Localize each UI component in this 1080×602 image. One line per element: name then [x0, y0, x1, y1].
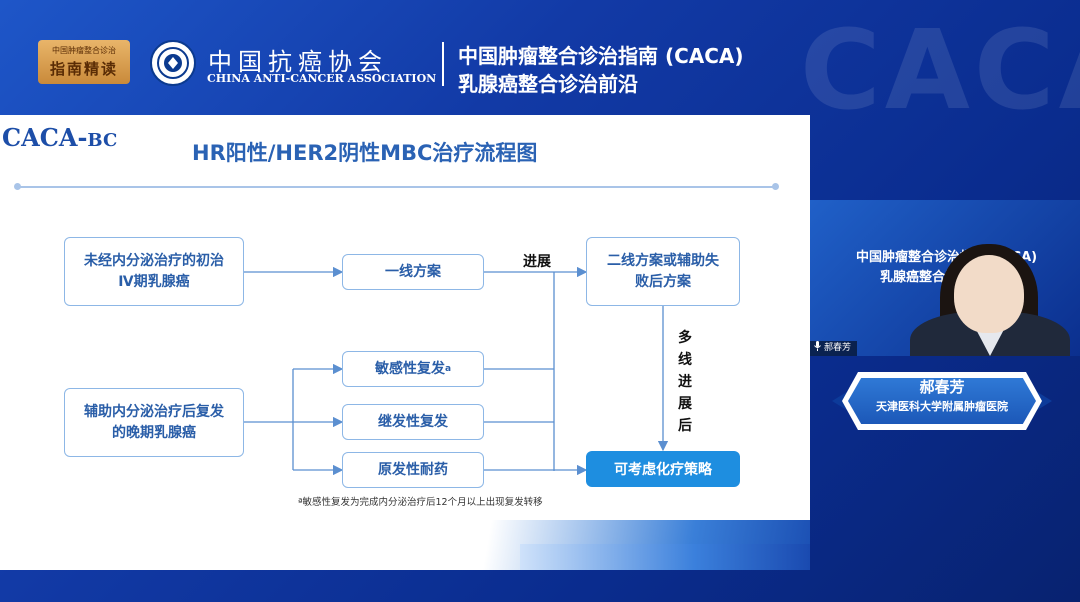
badge-top-text: 中国肿瘤整合诊治 — [52, 46, 116, 55]
presentation-slide: CACA-BC HR阳性/HER2阴性MBC治疗流程图 — [0, 115, 810, 570]
slide-title: HR阳性/HER2阴性MBC治疗流程图 — [192, 141, 538, 165]
speaker-tag-name: 郝春芳 — [824, 343, 852, 353]
vlabel-char: 后 — [678, 418, 692, 434]
box-primary-resistance: 原发性耐药 — [342, 452, 484, 488]
box-second-line: 二线方案或辅助失 败后方案 — [586, 237, 740, 306]
title-underline — [18, 186, 776, 188]
box-chemotherapy-strategy: 可考虑化疗策略 — [586, 451, 740, 487]
slide-footer-bar — [520, 544, 810, 570]
sensitive-superscript: a — [444, 363, 452, 374]
box-relapse-after-adjuvant: 辅助内分泌治疗后复发 的晚期乳腺癌 — [64, 388, 244, 457]
slide-brand: CACA-BC — [2, 123, 117, 152]
flowchart-connectors — [243, 266, 669, 476]
label-progress: 进展 — [523, 254, 551, 270]
association-emblem-icon — [150, 40, 196, 86]
box-initial-stage-iv: 未经内分泌治疗的初治 Ⅳ期乳腺癌 — [64, 237, 244, 306]
underline-dot-left — [14, 183, 21, 190]
underline-dot-right — [772, 183, 779, 190]
speaker-hospital: 天津医科大学附属肿瘤医院 — [876, 400, 1008, 413]
header-title-line1: 中国肿瘤整合诊治指南 (CACA) — [458, 44, 744, 68]
sensitive-label: 敏感性复发 — [374, 360, 445, 377]
vlabel-char: 多 — [678, 330, 692, 346]
vlabel-char: 线 — [678, 352, 692, 368]
microphone-icon — [814, 340, 821, 357]
speaker-name: 郝春芳 — [919, 378, 965, 396]
org-name-en: CHINA ANTI-CANCER ASSOCIATION — [207, 72, 437, 85]
footnote: ª敏感性复发为完成内分泌治疗后12个月以上出现复发转移 — [298, 497, 543, 508]
speaker-face — [954, 255, 1024, 333]
header-title-line2: 乳腺癌整合诊治前沿 — [458, 72, 638, 96]
header-divider — [442, 42, 444, 86]
brand-sub: BC — [87, 130, 118, 151]
vlabel-char: 展 — [678, 396, 692, 412]
label-multiline-progress: 多 线 进 展 后 — [677, 327, 693, 437]
name-card — [848, 378, 1036, 424]
org-name-cn: 中国抗癌协会 — [208, 48, 388, 76]
box-first-line: 一线方案 — [342, 254, 484, 290]
badge-main-text: 指南精读 — [49, 60, 118, 78]
brand-main: CACA- — [2, 123, 88, 152]
background-watermark: CACA — [800, 6, 1080, 134]
speaker-figure — [892, 200, 1080, 356]
speaker-tag: 郝春芳 — [810, 340, 858, 357]
guide-badge-logo: 中国肿瘤整合诊治 指南精读 — [38, 40, 130, 84]
vlabel-char: 进 — [678, 374, 692, 390]
box-secondary-relapse: 继发性复发 — [342, 404, 484, 440]
speaker-video[interactable]: 中国肿瘤整合诊治指南(CACA) 乳腺癌整合诊治前沿 郝春芳 — [810, 200, 1080, 356]
